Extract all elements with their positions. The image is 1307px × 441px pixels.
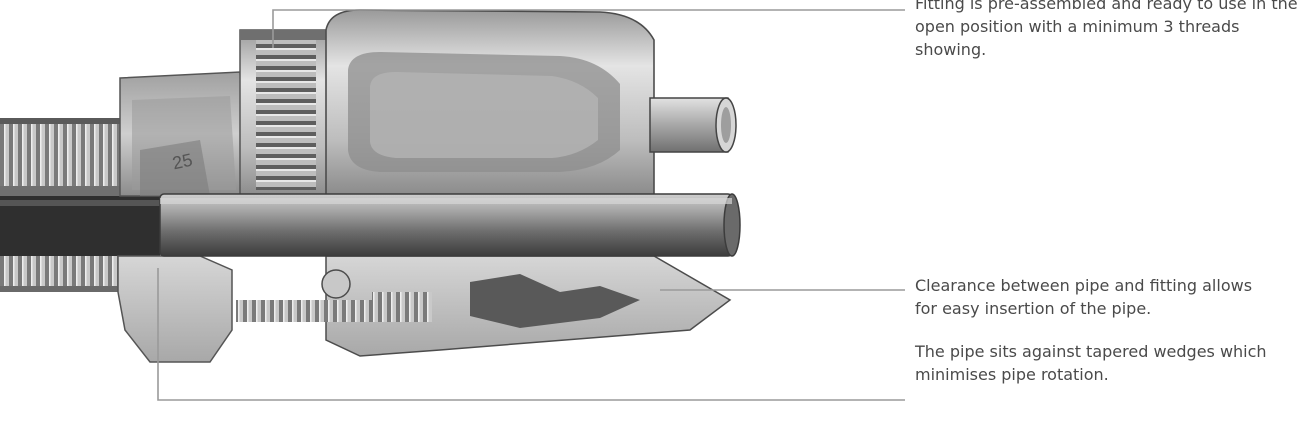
compression-nut xyxy=(236,9,732,357)
threaded-spigot xyxy=(0,118,120,292)
callout-tapered-wedges: The pipe sits against tapered wedges whi… xyxy=(915,342,1267,384)
leader-line-3 xyxy=(157,268,905,401)
callout-clearance: Clearance between pipe and fitting allow… xyxy=(915,276,1253,318)
size-marking: 25 xyxy=(171,150,195,174)
spigot-bore-highlight xyxy=(0,200,160,206)
leader-line-1 xyxy=(272,9,905,48)
pipe xyxy=(159,97,741,257)
thread-collar xyxy=(239,29,331,199)
callout-pre-assembled: Fitting is pre-assembled and ready to us… xyxy=(915,0,1298,59)
